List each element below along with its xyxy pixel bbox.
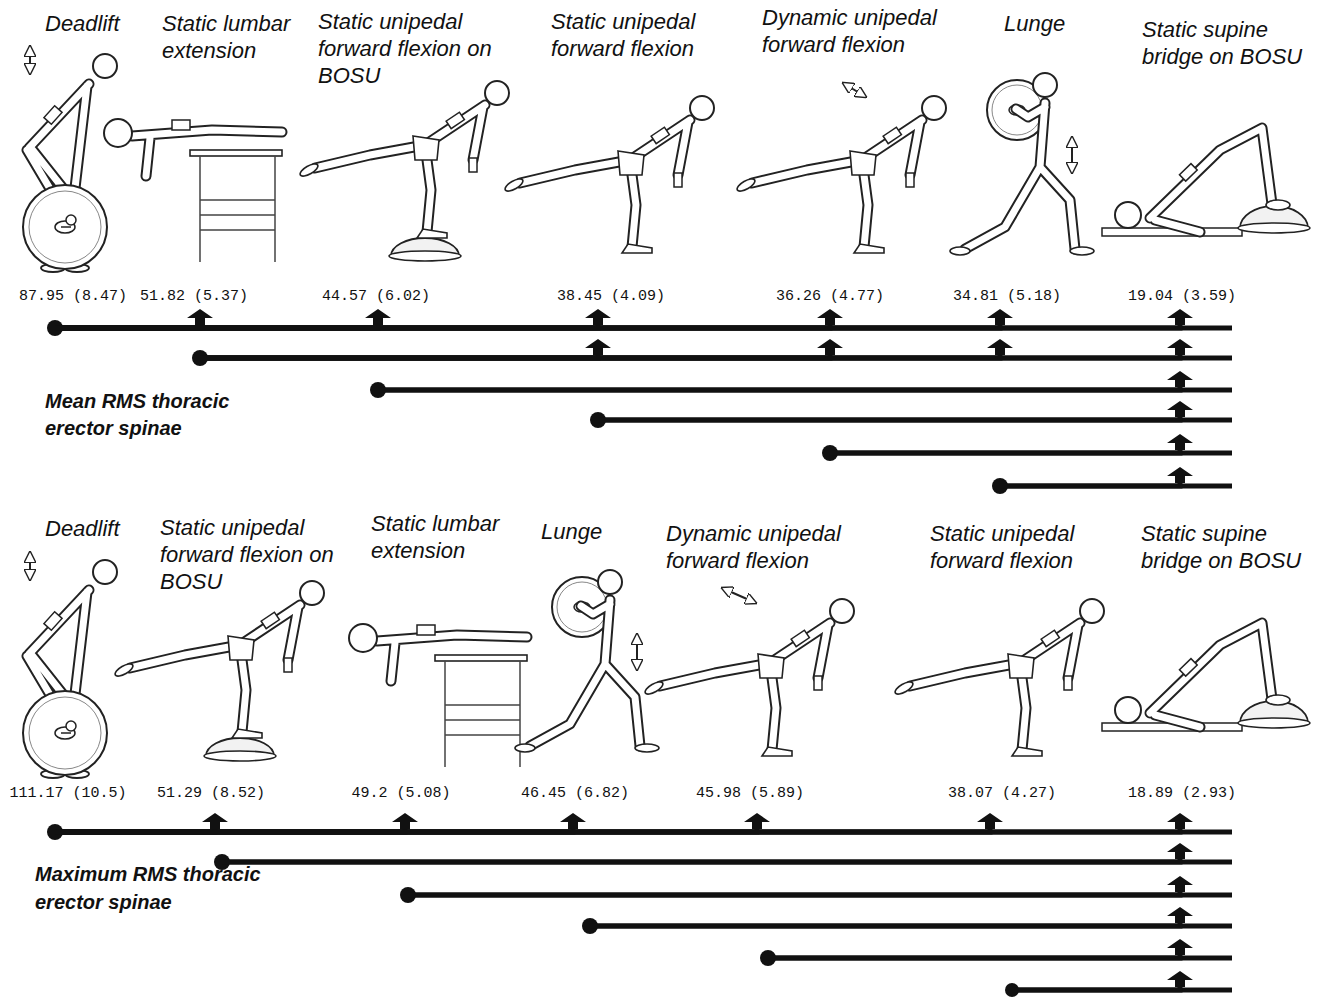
exercise-node: Deadlift 111.17 (10.5) xyxy=(0,515,140,805)
exercise-node: Static lumbar extension 51.82 (5.37) xyxy=(124,10,302,308)
exercise-name: Dynamic unipedal forward flexion xyxy=(666,520,854,574)
wrap-spacer xyxy=(192,888,287,889)
comparison-line xyxy=(408,893,1232,898)
bridge-figure xyxy=(1102,128,1310,236)
exercise-name: Dynamic unipedal forward flexion xyxy=(762,4,950,58)
exercise-name: Static lumbar extension xyxy=(371,510,511,564)
exercise-node: Lunge 34.81 (5.18) xyxy=(937,10,1079,308)
rms-value: 87.95 (8.47) xyxy=(3,288,143,306)
significance-arrow xyxy=(200,355,1180,358)
exercise-node: Dynamic unipedal forward flexion 36.26 (4… xyxy=(760,4,950,308)
significance-arrow xyxy=(408,892,1180,895)
exercise-node: Static unipedal forward flexion 38.07 (4.… xyxy=(930,520,1086,805)
comparison-line xyxy=(598,418,1232,423)
significance-arrow xyxy=(598,417,1180,420)
rms-value: 36.26 (4.77) xyxy=(760,288,900,306)
rms-value: 51.82 (5.37) xyxy=(124,288,264,306)
exercise-name: Static unipedal forward flexion xyxy=(551,8,707,62)
rms-value: 111.17 (10.5) xyxy=(0,785,138,803)
rms-value: 44.57 (6.02) xyxy=(306,288,446,306)
exercise-node: Static unipedal forward flexion on BOSU 4… xyxy=(306,8,502,308)
comparison-line xyxy=(55,830,1232,835)
significance-arrow xyxy=(378,387,1180,390)
exercise-node: Static supine bridge on BOSU 19.04 (3.59) xyxy=(1112,16,1314,308)
significance-arrow xyxy=(1012,987,1180,990)
significance-arrow xyxy=(55,829,1180,832)
exercise-name: Deadlift xyxy=(45,10,140,37)
unipedal-figure xyxy=(298,81,509,238)
deadlift-figure xyxy=(23,552,117,778)
comparison-line xyxy=(200,356,1232,361)
exercise-node: Static unipedal forward flexion on BOSU 5… xyxy=(141,514,344,805)
significance-arrow xyxy=(222,859,1180,862)
lunge-figure xyxy=(515,570,659,752)
lumbar-extension-figure xyxy=(104,119,282,262)
significance-arrow xyxy=(55,325,1180,328)
comparison-line xyxy=(378,388,1232,393)
exercise-name: Static unipedal forward flexion xyxy=(930,520,1086,574)
unipedal-figure xyxy=(893,599,1104,756)
exercise-node: Static lumbar extension 49.2 (5.08) xyxy=(331,510,511,805)
rms-value: 46.45 (6.82) xyxy=(505,785,645,803)
bridge-figure xyxy=(1102,623,1310,731)
rms-value: 45.98 (5.89) xyxy=(680,785,820,803)
unipedal-figure xyxy=(113,581,324,738)
significance-arrow xyxy=(1000,483,1180,486)
rms-value: 51.29 (8.52) xyxy=(141,785,281,803)
exercise-name: Static unipedal forward flexion on BOSU xyxy=(318,8,502,89)
lunge-figure xyxy=(950,73,1094,255)
exercise-node: Static supine bridge on BOSU 18.89 (2.93) xyxy=(1112,520,1313,805)
exercise-node: Static unipedal forward flexion 38.45 (4.… xyxy=(541,8,707,308)
rms-value: 38.07 (4.27) xyxy=(932,785,1072,803)
motion-arrow xyxy=(722,588,756,603)
comparison-line xyxy=(222,860,1232,865)
exercise-node: Dynamic unipedal forward flexion 45.98 (5… xyxy=(666,520,854,805)
significance-arrow xyxy=(768,955,1180,958)
comparison-line xyxy=(590,924,1232,929)
exercise-name: Static supine bridge on BOSU xyxy=(1141,520,1313,574)
motion-arrow xyxy=(843,83,866,97)
rms-value: 49.2 (5.08) xyxy=(331,785,471,803)
unipedal-figure xyxy=(503,96,714,253)
significance-arrow xyxy=(590,923,1180,926)
rms-value: 18.89 (2.93) xyxy=(1112,785,1252,803)
exercise-name: Static lumbar extension xyxy=(162,10,302,64)
unipedal-figure xyxy=(643,599,854,756)
comparison-line xyxy=(768,956,1232,961)
bosu-figure xyxy=(389,238,461,261)
axis-label: Mean RMS thoracic erector spinae xyxy=(45,388,259,442)
exercise-node: Deadlift 87.95 (8.47) xyxy=(3,10,143,308)
unipedal-figure xyxy=(735,96,946,253)
bosu-figure xyxy=(204,738,276,761)
deadlift-figure xyxy=(23,46,117,272)
rms-value: 34.81 (5.18) xyxy=(937,288,1077,306)
comparison-line xyxy=(1012,988,1232,993)
exercise-name: Static supine bridge on BOSU xyxy=(1142,16,1314,70)
comparison-line xyxy=(830,451,1232,456)
comparison-line xyxy=(55,326,1232,331)
comparison-line xyxy=(1000,484,1232,489)
exercise-name: Lunge xyxy=(1004,10,1079,37)
exercise-name: Static unipedal forward flexion on BOSU xyxy=(160,514,344,595)
axis-label: Maximum RMS thoracic erector spinae xyxy=(35,860,287,916)
lumbar-extension-figure xyxy=(349,624,527,767)
rms-value: 38.45 (4.09) xyxy=(541,288,681,306)
rms-value: 19.04 (3.59) xyxy=(1112,288,1252,306)
exercise-node: Lunge 46.45 (6.82) xyxy=(505,518,645,805)
exercise-name: Lunge xyxy=(541,518,616,545)
significance-arrow xyxy=(830,450,1180,453)
exercise-name: Deadlift xyxy=(45,515,140,542)
